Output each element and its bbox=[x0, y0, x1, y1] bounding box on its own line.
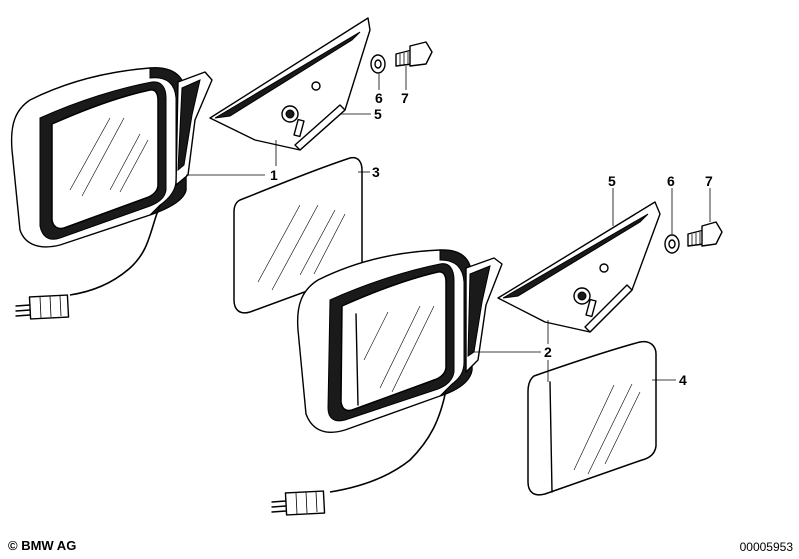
bolt-upper bbox=[395, 41, 433, 67]
callout-7-lower: 7 bbox=[705, 173, 713, 189]
mirror-assembly-2 bbox=[271, 249, 503, 516]
washer-upper bbox=[370, 54, 386, 74]
mirror-glass-4 bbox=[527, 340, 657, 496]
leader-lines bbox=[186, 66, 711, 382]
washer-lower bbox=[664, 234, 680, 254]
copyright-label: © BMW AG bbox=[8, 538, 77, 553]
callout-5-lower: 5 bbox=[608, 173, 616, 189]
callout-7-upper: 7 bbox=[401, 90, 409, 106]
base-plate-lower bbox=[497, 201, 661, 333]
callout-6-lower: 6 bbox=[667, 173, 675, 189]
mirror-assembly-1 bbox=[10, 67, 213, 320]
bolt-lower bbox=[687, 221, 723, 247]
callout-3: 3 bbox=[372, 164, 380, 180]
callout-1: 1 bbox=[270, 167, 278, 183]
callout-4: 4 bbox=[679, 372, 687, 388]
callout-6-upper: 6 bbox=[375, 90, 383, 106]
base-plate-upper bbox=[209, 17, 371, 151]
callout-5-upper: 5 bbox=[374, 106, 382, 122]
drawing-number: 00005953 bbox=[739, 540, 793, 554]
callout-2: 2 bbox=[544, 344, 552, 360]
